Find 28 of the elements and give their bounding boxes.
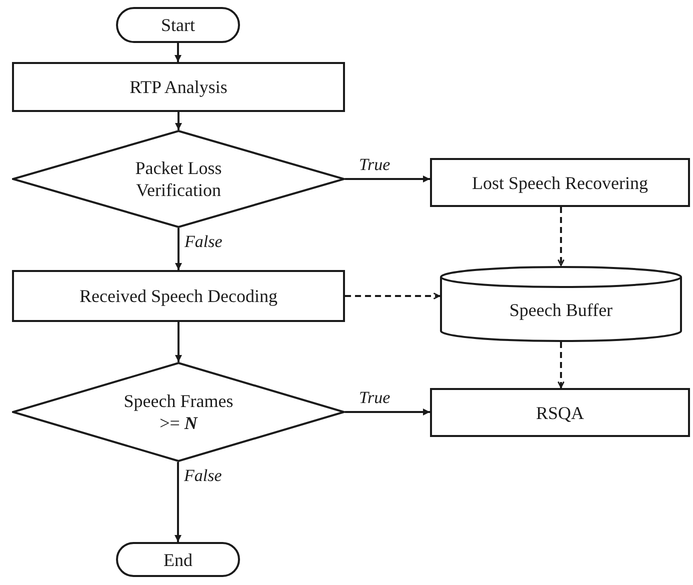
arrow — [174, 43, 182, 62]
arrow — [175, 228, 182, 270]
node-label: End — [164, 548, 192, 570]
arrow — [175, 322, 182, 362]
arrow — [345, 292, 440, 300]
node-label: Received Speech Decoding — [80, 285, 278, 307]
node-label: RTP Analysis — [130, 76, 228, 98]
arrow — [345, 408, 430, 416]
node-label: Speech Buffer — [509, 299, 613, 321]
node-label: RSQA — [536, 402, 584, 424]
node-label: Packet Loss Verification — [134, 157, 223, 201]
terminal-pill — [116, 542, 240, 577]
process-box — [12, 62, 345, 112]
node-label: Speech Frames >= N — [122, 390, 234, 434]
arrow — [175, 112, 182, 130]
decision-diamond — [12, 130, 345, 228]
node-label: Start — [161, 14, 195, 36]
process-box — [430, 158, 690, 207]
storage-cylinder — [440, 266, 682, 342]
process-box — [430, 388, 690, 437]
node-label: Lost Speech Recovering — [472, 172, 648, 194]
arrow — [558, 207, 564, 266]
decision-diamond — [12, 362, 345, 462]
terminal-pill — [116, 7, 240, 43]
arrow — [174, 462, 182, 542]
process-box — [12, 270, 345, 322]
arrow — [558, 342, 564, 388]
arrow — [345, 176, 430, 182]
